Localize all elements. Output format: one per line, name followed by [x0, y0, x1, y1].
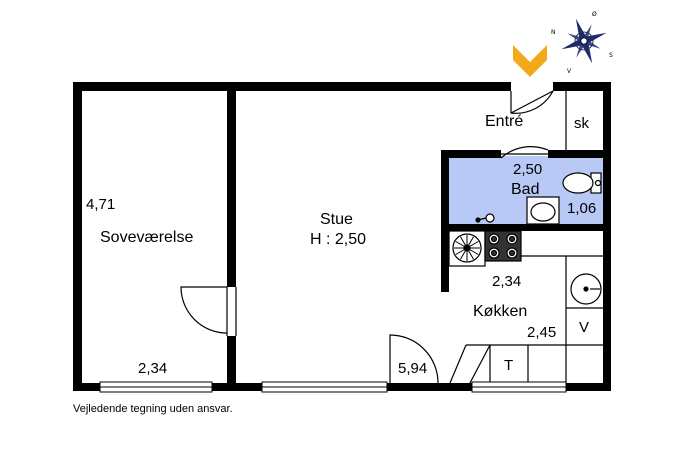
shower-icon: [475, 213, 495, 223]
doors: [180, 90, 554, 384]
entrance-arrow-icon: [513, 45, 547, 77]
hob-icon: [484, 230, 522, 262]
disclaimer-text: Vejledende tegning uden ansvar.: [73, 403, 233, 415]
bathroom-side-dimension: 1,06: [567, 200, 596, 217]
washer-label: V: [579, 319, 589, 336]
bedroom-bottom-dimension: 2,34: [138, 360, 167, 377]
living-room-dimension: 5,94: [398, 360, 427, 377]
living-room-label: Stue: [320, 211, 353, 228]
bedroom-label: Soveværelse: [100, 229, 193, 246]
bathroom-label: Bad: [511, 181, 539, 198]
interior-lines: [449, 91, 603, 384]
kitchen-fixtures: [448, 230, 602, 305]
toilet-icon: [562, 172, 602, 194]
compass-n-label: N: [551, 29, 556, 36]
compass-s-label: S: [609, 52, 613, 59]
bathroom-fixtures: [475, 172, 602, 225]
living-room-height: H : 2,50: [310, 231, 366, 248]
compass-o-label: Ø: [592, 11, 597, 18]
extractor-fan-icon: [448, 230, 486, 267]
bedroom-side-dimension: 4,71: [86, 196, 115, 213]
washbasin-icon: [526, 196, 560, 225]
closet-label: sk: [574, 115, 590, 132]
compass-icon: [561, 18, 607, 64]
kitchen-sink-icon: [570, 273, 602, 305]
bathroom-top-dimension: 2,50: [513, 161, 542, 178]
kitchen-label: Køkken: [473, 303, 527, 320]
kitchen-top-dimension: 2,34: [492, 273, 521, 290]
entrance-label: Entré: [485, 113, 523, 130]
fridge-label: T: [504, 357, 513, 374]
compass-v-label: V: [567, 68, 572, 75]
windows: [99, 381, 567, 393]
kitchen-side-dimension: 2,45: [527, 324, 556, 341]
